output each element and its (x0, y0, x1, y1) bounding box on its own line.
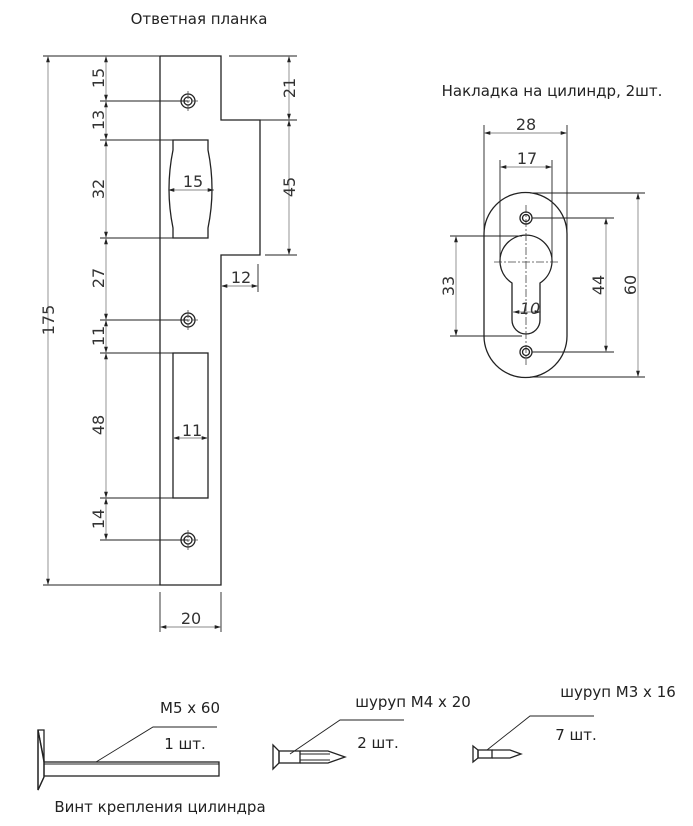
dim-screw-spacing: 44 (589, 275, 608, 295)
hardware-spec: шуруп M3 x 16 (560, 683, 676, 701)
dim-outer-width: 28 (516, 115, 536, 134)
dim-height: 60 (621, 275, 640, 295)
strike-plate-outline (159, 55, 261, 586)
hardware-spec: шуруп M4 x 20 (355, 693, 471, 711)
dim-total-height: 175 (39, 305, 58, 336)
hardware-m5-screw: M5 x 60 1 шт. Винт крепления цилиндра (37, 699, 266, 816)
dim-slot-width: 10 (520, 299, 540, 318)
hardware-spec: M5 x 60 (160, 699, 220, 717)
strike-plate: Ответная планка 175 (39, 10, 299, 632)
dim-top-to-hole: 15 (89, 68, 108, 88)
hardware-qty: 7 шт. (555, 726, 597, 744)
dim-hole-width: 17 (517, 149, 537, 168)
dim-slot-width: 11 (182, 421, 202, 440)
hardware-qty: 1 шт. (164, 735, 206, 753)
dim-hole-to-slot: 11 (89, 326, 108, 346)
dim-opening-width: 15 (183, 172, 203, 191)
dim-lip-height: 45 (280, 177, 299, 197)
hardware-qty: 2 шт. (357, 734, 399, 752)
dim-slot-to-hole: 14 (89, 509, 108, 529)
cylinder-plate-outline (483, 191, 568, 379)
dim-plate-width: 20 (181, 609, 201, 628)
hardware-caption: Винт крепления цилиндра (54, 798, 265, 816)
dim-top-step: 21 (280, 78, 299, 98)
strike-plate-title: Ответная планка (131, 10, 268, 28)
hardware-m4-screw: шуруп M4 x 20 2 шт. (272, 693, 471, 771)
cylinder-plate: Накладка на цилиндр, 2шт. 28 17 33 10 44 (439, 82, 663, 379)
strike-opening (168, 139, 213, 239)
cylinder-plate-title: Накладка на цилиндр, 2шт. (442, 82, 663, 100)
strike-slot (172, 352, 209, 499)
hardware-m3-screw: шуруп M3 x 16 7 шт. (472, 683, 676, 764)
dim-keyhole-height: 33 (439, 276, 458, 296)
dim-opening-height: 32 (89, 179, 108, 199)
dim-slot-height: 48 (89, 415, 108, 435)
dim-hole-to-opening: 13 (89, 110, 108, 130)
dim-opening-to-hole: 27 (89, 268, 108, 288)
dim-lip-width: 12 (231, 268, 251, 287)
